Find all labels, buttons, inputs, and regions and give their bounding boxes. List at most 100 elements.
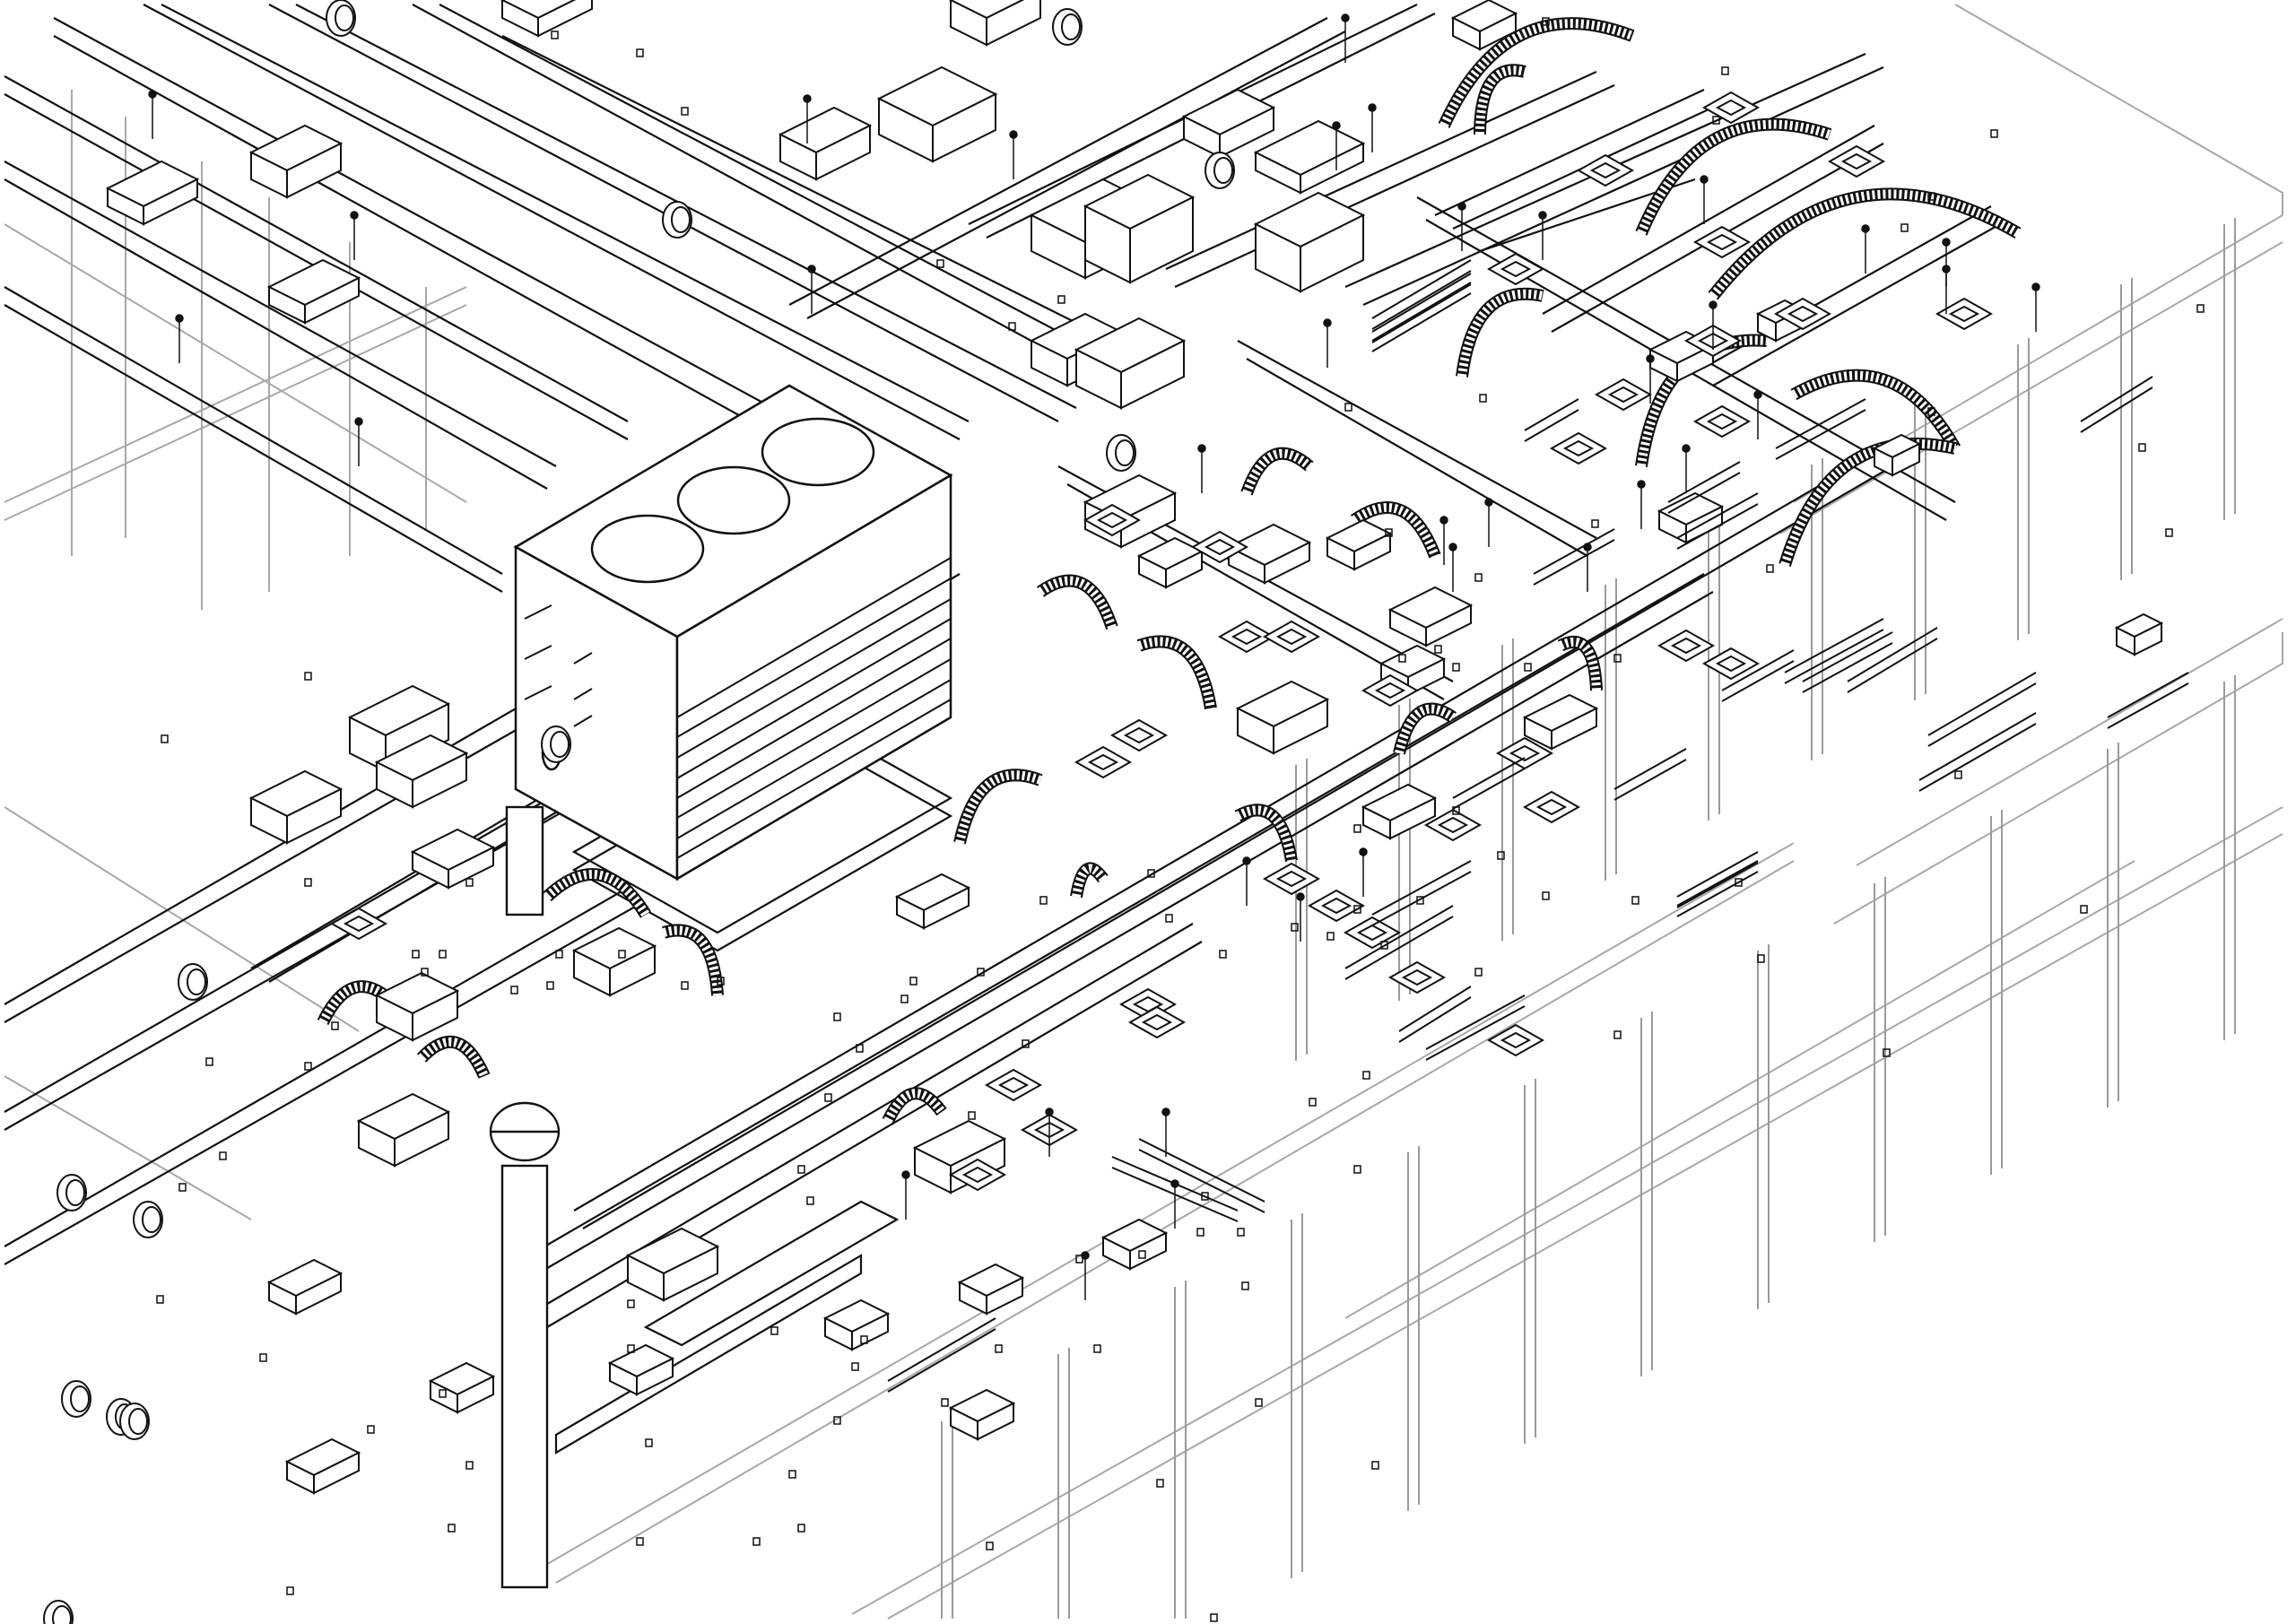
diffuser-core [1275, 628, 1308, 646]
tag-marker [645, 1438, 653, 1447]
tag-marker [909, 977, 918, 986]
tag-marker [1138, 1250, 1146, 1259]
tag-marker [1591, 519, 1599, 528]
slot-diffuser-icon [1138, 1138, 1265, 1203]
tag-marker [1712, 116, 1720, 125]
hanger-head [1457, 202, 1466, 211]
diffuser-core [1706, 233, 1738, 251]
round-duct-inner [671, 206, 691, 233]
tag-marker [1093, 1344, 1101, 1353]
tag-marker [1927, 407, 1935, 416]
round-duct-inner [128, 1408, 148, 1435]
slot-diffuser-icon [1802, 631, 1893, 682]
tag-marker [797, 1165, 805, 1174]
tag-marker [770, 1326, 778, 1335]
duct-box-icon-front [986, 1276, 1023, 1316]
tag-marker [1452, 806, 1460, 815]
tag-marker [1353, 824, 1361, 833]
flex-duct-rib [1637, 119, 1831, 235]
tag-marker [1291, 923, 1299, 932]
hanger-head [1583, 543, 1592, 551]
hanger-head [1197, 444, 1206, 453]
small-tag-markers [156, 17, 2205, 1622]
tag-marker [1735, 878, 1743, 887]
duct-box-icon-front [1479, 12, 1517, 51]
tag-marker [833, 1416, 841, 1425]
tag-marker [304, 672, 312, 681]
flex-duct-rib [1352, 503, 1439, 558]
tag-marker [1075, 1255, 1083, 1264]
tag-marker [465, 878, 474, 887]
tag-marker [941, 1398, 949, 1407]
ahu-fan-icons [590, 417, 875, 584]
vertical-riser [489, 805, 561, 1589]
duct-box-icon-front [313, 1451, 360, 1495]
tag-marker [551, 30, 559, 39]
tag-marker [1371, 1461, 1379, 1470]
tag-marker [636, 1537, 644, 1546]
tag-marker [1165, 914, 1173, 923]
slot-diffuser-icon [1775, 398, 1866, 449]
round-duct-inner [187, 968, 206, 995]
duct-box-icon-front [1300, 142, 1364, 195]
tag-marker [1613, 1030, 1622, 1039]
duct-box-icon-front [1425, 604, 1472, 647]
tag-marker [178, 1183, 187, 1192]
flex-duct-rib [1780, 439, 1957, 567]
tag-marker [788, 1470, 796, 1479]
duct-box-icon-front [1389, 796, 1436, 840]
duct-box-icon-front [295, 1272, 342, 1316]
slot-diffuser-icon [1775, 409, 1866, 460]
diffuser-core [1374, 682, 1406, 699]
hanger-head [1538, 211, 1547, 220]
tag-marker [1362, 1071, 1370, 1080]
hanger-head [1045, 1107, 1054, 1116]
tag-marker [1542, 17, 1550, 26]
tag-marker [2165, 528, 2173, 537]
duct-boxes [105, 0, 2164, 1495]
slot-diffuser-icon [1425, 1005, 1526, 1061]
tag-marker [797, 1524, 805, 1533]
slot-diffuser-icon [1533, 528, 1615, 575]
tag-marker [1766, 564, 1774, 573]
slot-diffuser-icon [1371, 871, 1472, 926]
duct-box-icon-front [932, 92, 996, 163]
duct-box-icon-front [1120, 339, 1185, 410]
round-duct-inner [550, 731, 570, 758]
diffuser-core [1096, 511, 1128, 529]
tag-marker [161, 734, 169, 743]
tag-marker [2080, 905, 2088, 914]
rooftop-air-handling-unit [513, 384, 953, 881]
flex-duct-icon [1438, 17, 1635, 128]
tag-marker [833, 1012, 841, 1021]
slot-diffuser-icon [1918, 712, 2037, 781]
slot-diffuser-icon [1344, 916, 1454, 980]
flex-duct-rib [1137, 637, 1215, 709]
slot-diffuser-icon [1452, 757, 1526, 799]
duct-box-icon-front [663, 1245, 718, 1302]
slot-diffuser-icon [1613, 748, 1687, 790]
flex-duct-rib [1038, 576, 1117, 630]
slot-diffuser-icon [1676, 871, 1759, 917]
slot-diffuser-icon [887, 1328, 996, 1393]
tag-marker [717, 977, 725, 986]
duct-box-icon-front [412, 751, 467, 809]
tag-marker [1524, 663, 1532, 672]
tag-marker [2196, 304, 2205, 313]
duct-box-icon-front [1129, 195, 1194, 284]
round-duct-inner [65, 1179, 85, 1206]
slot-diffuser-icon [1398, 986, 1472, 1032]
flex-duct-icon [1234, 803, 1298, 863]
flex-duct-icon [1708, 187, 2022, 300]
hanger-head [1753, 390, 1762, 399]
tag-marker [1954, 770, 1962, 779]
flex-duct-rib [1791, 370, 1960, 451]
tag-marker [205, 1057, 213, 1066]
tag-marker [1990, 129, 1998, 138]
diffuser-core [1706, 413, 1738, 430]
hanger-head [901, 1170, 910, 1179]
duct-box-icon-front [1120, 491, 1176, 549]
tag-marker [1255, 1398, 1263, 1407]
